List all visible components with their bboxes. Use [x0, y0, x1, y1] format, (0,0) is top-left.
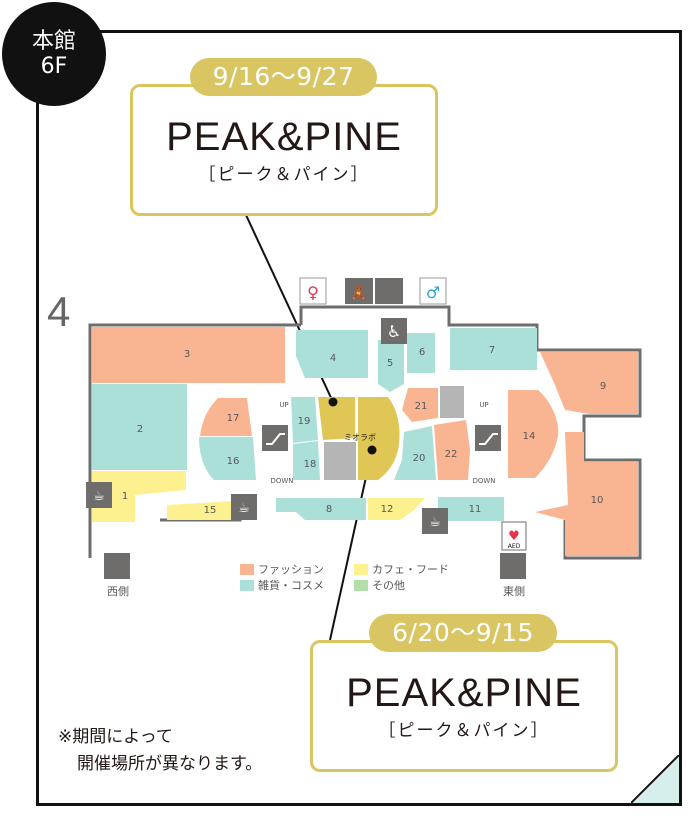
svg-text:5: 5: [387, 358, 393, 369]
svg-text:17: 17: [227, 413, 240, 424]
floor-number: 6F: [40, 54, 68, 79]
escalator-east: UP DOWN: [472, 401, 501, 485]
date-range-top: 9/16〜9/27: [190, 58, 377, 96]
svg-text:♿: ♿: [387, 322, 401, 341]
escalator-west: UP DOWN: [262, 401, 294, 485]
legend-goods: 雑貨・コスメ: [240, 577, 324, 593]
legend-fashion: ファッション: [240, 561, 324, 577]
svg-text:♀: ♀: [307, 283, 319, 302]
map-frame: [36, 30, 682, 806]
svg-text:2: 2: [137, 424, 143, 435]
svg-text:19: 19: [298, 416, 311, 427]
svg-text:☕: ☕: [238, 501, 250, 516]
svg-text:21: 21: [415, 401, 428, 412]
svg-text:12: 12: [381, 504, 394, 515]
svg-text:9: 9: [600, 381, 606, 392]
svg-text:8: 8: [326, 504, 332, 515]
svg-text:☕: ☕: [429, 515, 441, 530]
svg-text:22: 22: [445, 449, 458, 460]
svg-text:18: 18: [304, 459, 317, 470]
svg-text:DOWN: DOWN: [472, 477, 495, 485]
svg-text:☕: ☕: [93, 489, 105, 504]
svg-text:4: 4: [330, 353, 336, 364]
svg-text:20: 20: [413, 453, 426, 464]
svg-text:♥: ♥: [508, 529, 520, 544]
svg-text:DOWN: DOWN: [270, 477, 293, 485]
date-range-bottom: 6/20〜9/15: [369, 614, 557, 652]
floor-badge: 本館 6F: [2, 2, 106, 106]
elevator-east-label: 東側: [503, 585, 525, 598]
svg-text:1: 1: [122, 491, 128, 502]
svg-text:6: 6: [419, 347, 425, 358]
callout-bottom[interactable]: PEAK&PINE ［ピーク＆パイン］: [310, 640, 618, 772]
legend-cafe: カフェ・フード: [354, 561, 449, 577]
building-name: 本館: [31, 29, 76, 54]
svg-text:15: 15: [204, 505, 217, 516]
svg-text:10: 10: [591, 495, 604, 506]
event-space-label: ミオラボ: [344, 433, 376, 442]
svg-text:16: 16: [227, 456, 240, 467]
callout-top[interactable]: PEAK&PINE ［ピーク＆パイン］: [130, 84, 438, 216]
aed-label: AED: [508, 543, 521, 550]
svg-text:UP: UP: [279, 401, 288, 409]
svg-text:🧸: 🧸: [351, 285, 367, 301]
svg-text:♂: ♂: [426, 283, 440, 302]
brand-name: PEAK&PINE: [166, 115, 402, 159]
brand-kana: ［ピーク＆パイン］: [378, 721, 550, 741]
store-3: [92, 327, 285, 383]
venue-note: ※期間によって 開催場所が異なります。: [58, 727, 263, 774]
store-label-3: 3: [184, 349, 190, 360]
elevator-west-label: 西側: [107, 585, 129, 598]
side-floor-marker: 4: [47, 288, 71, 335]
svg-text:UP: UP: [479, 401, 488, 409]
legend-other: その他: [354, 577, 405, 593]
brand-kana: ［ピーク＆パイン］: [198, 165, 370, 185]
brand-name: PEAK&PINE: [346, 671, 582, 715]
svg-text:7: 7: [489, 345, 495, 356]
page-corner-fold: [631, 755, 679, 803]
svg-text:14: 14: [523, 431, 536, 442]
svg-text:11: 11: [469, 504, 482, 515]
